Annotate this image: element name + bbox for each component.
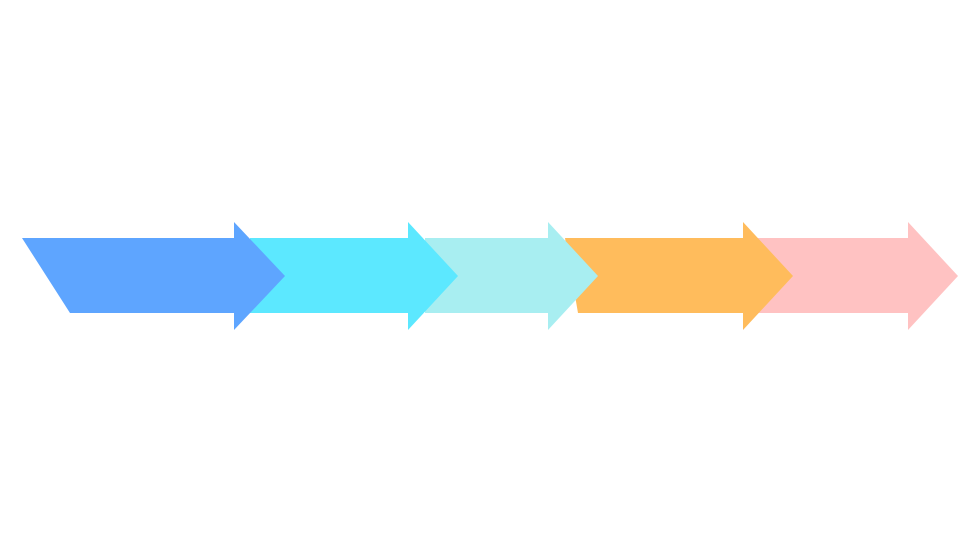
process-arrow-step-5 bbox=[755, 222, 958, 330]
process-arrow-step-2 bbox=[250, 222, 458, 330]
process-arrow-step-1 bbox=[22, 222, 285, 330]
process-arrow-step-4 bbox=[565, 222, 793, 330]
process-arrow-step-3 bbox=[425, 222, 598, 330]
